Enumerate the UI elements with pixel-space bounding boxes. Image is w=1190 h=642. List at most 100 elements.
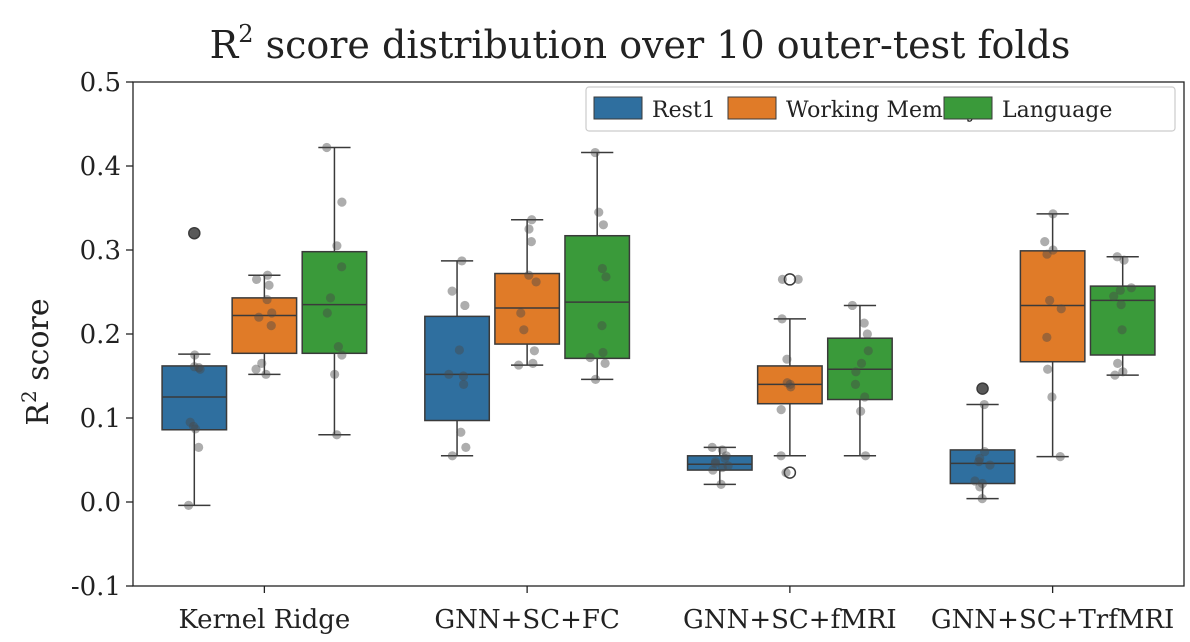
data-point xyxy=(975,482,985,492)
data-point xyxy=(1117,325,1127,335)
data-point xyxy=(1126,283,1136,293)
box-language xyxy=(826,300,893,461)
y-tick-label: 0.5 xyxy=(80,68,121,98)
data-point xyxy=(459,379,469,389)
data-point xyxy=(529,346,539,356)
data-point xyxy=(776,405,786,415)
data-point xyxy=(458,371,469,381)
data-point xyxy=(337,262,347,272)
data-point xyxy=(461,442,471,452)
legend-swatch xyxy=(593,96,643,120)
data-point xyxy=(528,358,538,368)
data-point xyxy=(710,457,721,467)
data-point xyxy=(257,358,267,368)
data-point xyxy=(1048,209,1058,219)
data-point xyxy=(707,442,717,452)
data-point xyxy=(457,256,467,266)
data-point xyxy=(519,325,529,335)
data-point xyxy=(456,427,466,437)
data-point xyxy=(261,369,271,379)
data-point xyxy=(333,342,343,352)
data-point xyxy=(185,417,195,427)
box-body xyxy=(494,272,561,345)
y-tick-label: 0.3 xyxy=(80,236,121,266)
box-language xyxy=(564,147,631,384)
data-point xyxy=(1119,255,1129,265)
outlier-point xyxy=(976,382,989,395)
data-point xyxy=(786,382,796,392)
data-point xyxy=(856,406,866,416)
x-tick-label: Kernel Ridge xyxy=(178,605,350,635)
data-point xyxy=(526,237,536,247)
legend-label: Language xyxy=(1002,98,1112,123)
data-point xyxy=(444,369,454,379)
data-point xyxy=(1116,300,1126,310)
data-point xyxy=(585,352,595,363)
box-working-memory xyxy=(756,273,823,479)
data-point xyxy=(1056,304,1066,314)
data-point xyxy=(267,308,277,318)
data-point xyxy=(776,451,786,461)
data-point xyxy=(977,494,987,504)
data-point xyxy=(978,384,988,394)
data-point xyxy=(188,421,199,431)
data-point xyxy=(1043,364,1053,374)
data-point xyxy=(1055,452,1065,462)
data-point xyxy=(979,399,989,410)
data-point xyxy=(332,241,342,251)
box-rest1 xyxy=(161,226,228,510)
data-point xyxy=(189,362,199,372)
data-point xyxy=(264,280,274,290)
data-point xyxy=(1112,252,1122,262)
legend-swatch xyxy=(727,96,777,120)
data-point xyxy=(597,321,607,331)
box-rest1 xyxy=(949,382,1016,504)
data-point xyxy=(251,274,262,284)
box-working-memory xyxy=(231,270,298,379)
box-body xyxy=(231,297,298,355)
box-working-memory xyxy=(494,215,561,370)
data-point xyxy=(514,360,524,370)
data-point xyxy=(717,462,727,473)
data-point xyxy=(720,453,730,463)
data-point xyxy=(860,392,870,402)
data-point xyxy=(708,465,718,475)
data-point xyxy=(194,363,204,373)
data-point xyxy=(1109,291,1119,301)
y-tick-label: -0.1 xyxy=(71,572,121,602)
y-tick-label: 0.4 xyxy=(80,152,121,182)
data-point xyxy=(322,308,332,318)
data-point xyxy=(717,445,727,455)
data-point xyxy=(863,346,873,356)
y-tick-label: 0.1 xyxy=(80,404,121,434)
data-point xyxy=(977,478,987,489)
data-point xyxy=(785,379,795,389)
data-point xyxy=(851,367,861,377)
data-point xyxy=(322,142,332,153)
data-point xyxy=(460,300,470,311)
data-point xyxy=(1042,249,1052,259)
box-body xyxy=(949,449,1016,485)
x-tick-label: GNN+SC+fMRI xyxy=(683,605,897,635)
data-point xyxy=(447,451,457,461)
data-point xyxy=(337,197,347,207)
data-point xyxy=(1118,367,1128,377)
x-tick-label: GNN+SC+TrfMRI xyxy=(931,605,1174,635)
data-point xyxy=(447,286,457,296)
data-point xyxy=(266,321,276,331)
data-point xyxy=(190,424,201,434)
data-point xyxy=(862,329,872,339)
box-body xyxy=(424,315,491,422)
data-point xyxy=(531,277,541,287)
data-point xyxy=(721,451,731,461)
data-point xyxy=(1115,285,1125,295)
data-point xyxy=(524,224,534,234)
chart-title: R2 score distribution over 10 outer-test… xyxy=(210,20,1071,67)
data-point xyxy=(1048,245,1058,255)
data-point xyxy=(527,215,537,225)
data-point xyxy=(337,350,347,360)
data-point xyxy=(516,308,526,318)
data-point xyxy=(598,347,608,358)
